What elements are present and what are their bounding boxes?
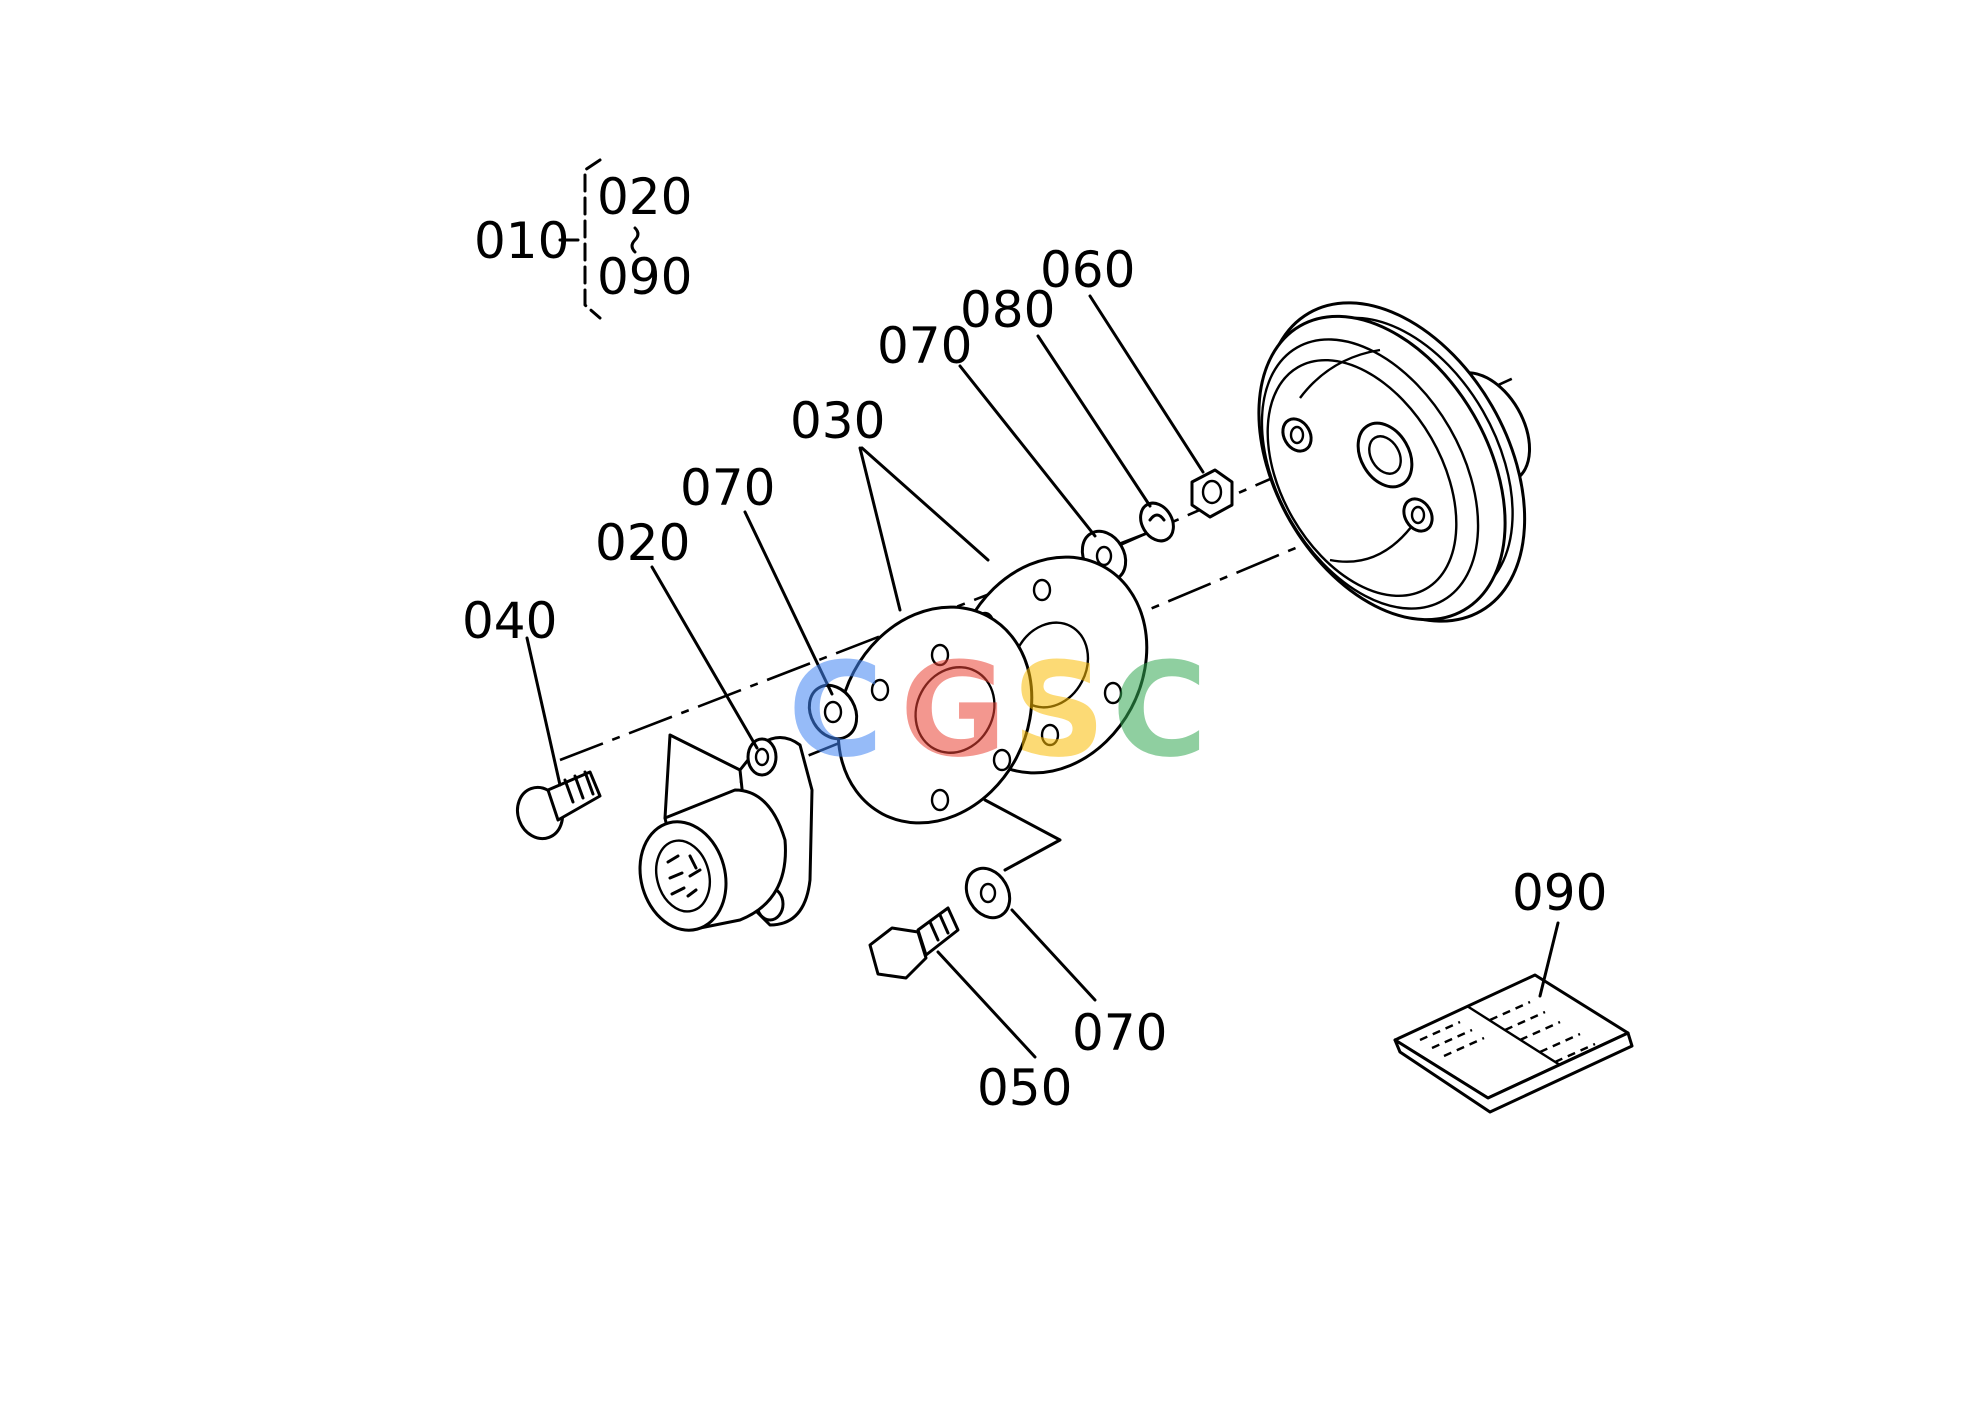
label-010: 010 <box>474 212 569 270</box>
coupling-020 <box>638 736 814 932</box>
plate-030-front <box>836 605 1034 825</box>
leader-lines <box>525 294 1560 1059</box>
label-060: 060 <box>1040 241 1135 299</box>
label-080: 080 <box>960 281 1055 339</box>
assembly-bracket: 010 020 090 <box>474 158 692 320</box>
washer-070-left <box>807 683 859 741</box>
pulley <box>1257 301 1532 623</box>
label-070-top: 070 <box>877 317 972 375</box>
label-070-bottom: 070 <box>1072 1004 1167 1062</box>
manual-book-090 <box>1393 973 1634 1114</box>
watermark-letter-c2: C <box>1112 634 1207 786</box>
watermark-cgsc: C G S C <box>788 634 1207 786</box>
label-070-left: 070 <box>680 459 775 517</box>
label-090-range: 090 <box>597 248 692 306</box>
label-050: 050 <box>977 1059 1072 1117</box>
part-labels: 040 020 070 030 070 080 060 070 050 090 <box>462 241 1607 1117</box>
watermark-letter-s: S <box>1012 634 1106 786</box>
bolt-050 <box>868 906 960 980</box>
label-030: 030 <box>790 392 885 450</box>
label-020-range: 020 <box>597 168 692 226</box>
watermark-letter-g: G <box>900 634 1007 786</box>
washer-070-bottom <box>964 866 1012 920</box>
bolt-040 <box>515 770 602 841</box>
label-040: 040 <box>462 592 557 650</box>
watermark-letter-c1: C <box>788 634 883 786</box>
label-090: 090 <box>1512 864 1607 922</box>
spring-washer-080 <box>1139 501 1175 543</box>
label-020: 020 <box>595 514 690 572</box>
nut-060 <box>1190 468 1234 519</box>
